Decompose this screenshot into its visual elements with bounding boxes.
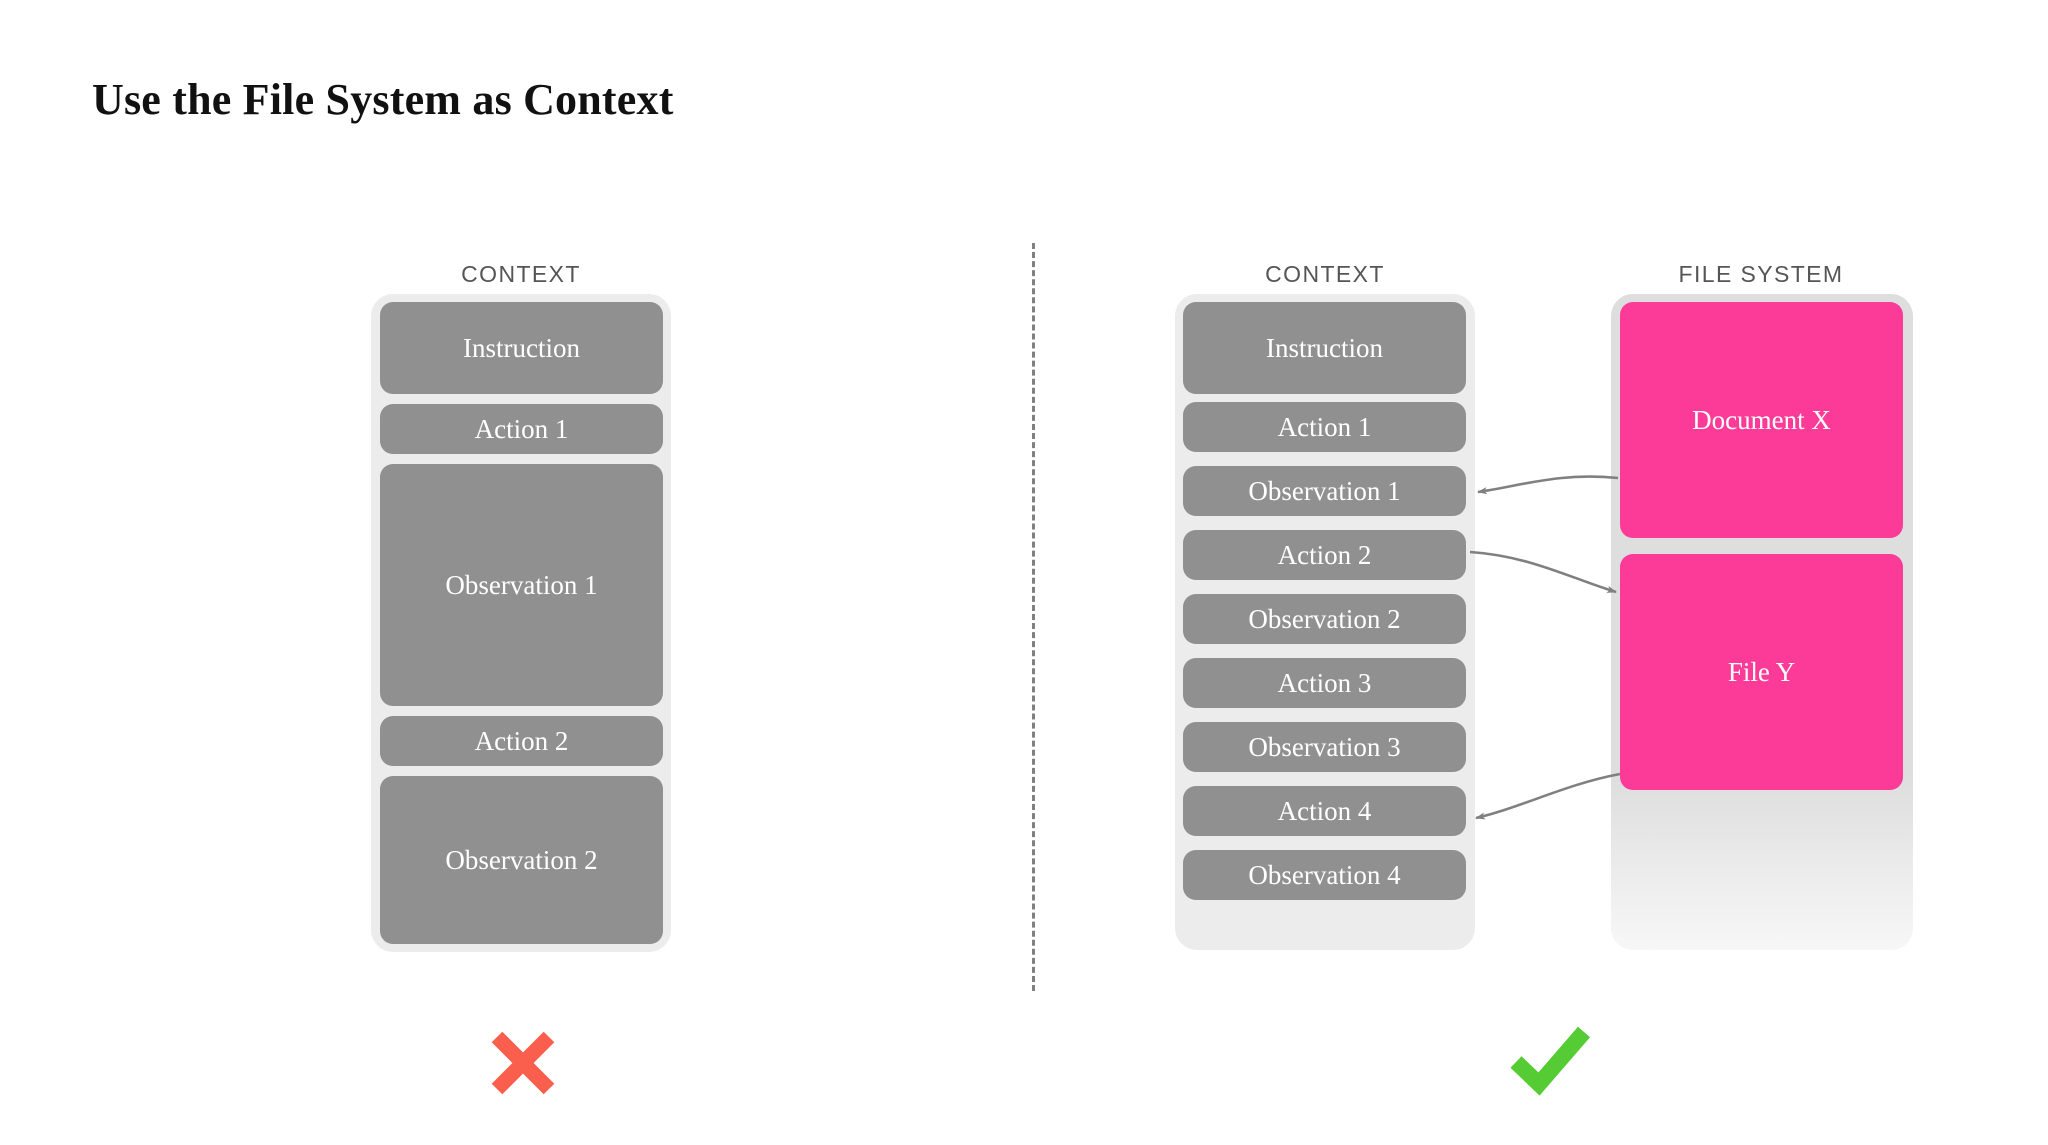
cross-icon [487, 1027, 559, 1104]
arrow-document-x-to-observation-1 [1477, 475, 1619, 495]
arrow-action-2-to-file-y [1469, 550, 1617, 594]
good-block-action-3[interactable]: Action 3 [1183, 658, 1466, 708]
check-icon [1508, 1022, 1594, 1103]
bad-block-observation-2[interactable]: Observation 2 [380, 776, 663, 944]
bad-block-action-1-label: Action 1 [474, 413, 569, 444]
bad-block-observation-1[interactable]: Observation 1 [380, 464, 663, 706]
good-block-action-2-label: Action 2 [1277, 539, 1372, 570]
good-block-action-4-label: Action 4 [1277, 795, 1372, 826]
page-title: Use the File System as Context [92, 75, 674, 124]
file-block-document-x[interactable]: Document X [1620, 302, 1903, 538]
good-block-instruction[interactable]: Instruction [1183, 302, 1466, 394]
vertical-divider [1032, 243, 1035, 991]
good-block-action-4[interactable]: Action 4 [1183, 786, 1466, 836]
good-block-observation-4[interactable]: Observation 4 [1183, 850, 1466, 900]
good-block-observation-2-label: Observation 2 [1248, 603, 1401, 634]
file-block-document-x-label: Document X [1692, 404, 1831, 435]
good-block-action-1[interactable]: Action 1 [1183, 402, 1466, 452]
good-block-observation-1[interactable]: Observation 1 [1183, 466, 1466, 516]
good-block-observation-3-label: Observation 3 [1248, 731, 1401, 762]
good-block-observation-1-label: Observation 1 [1248, 475, 1401, 506]
good-block-instruction-label: Instruction [1266, 332, 1383, 363]
bad-block-observation-1-label: Observation 1 [445, 569, 598, 600]
good-block-action-1-label: Action 1 [1277, 411, 1372, 442]
bad-context-label: CONTEXT [461, 261, 581, 287]
good-block-observation-4-label: Observation 4 [1248, 859, 1401, 890]
file-block-file-y-label: File Y [1727, 656, 1796, 687]
good-block-action-2[interactable]: Action 2 [1183, 530, 1466, 580]
arrow-file-y-to-action-4 [1475, 772, 1621, 820]
bad-block-action-2[interactable]: Action 2 [380, 716, 663, 766]
good-block-action-3-label: Action 3 [1277, 667, 1372, 698]
bad-block-observation-2-label: Observation 2 [445, 844, 598, 875]
file-block-file-y[interactable]: File Y [1620, 554, 1903, 790]
good-block-observation-2[interactable]: Observation 2 [1183, 594, 1466, 644]
bad-block-instruction[interactable]: Instruction [380, 302, 663, 394]
file-system-label: FILE SYSTEM [1678, 261, 1844, 287]
bad-block-action-2-label: Action 2 [474, 725, 569, 756]
bad-block-action-1[interactable]: Action 1 [380, 404, 663, 454]
bad-block-instruction-label: Instruction [463, 332, 580, 363]
good-block-observation-3[interactable]: Observation 3 [1183, 722, 1466, 772]
good-context-label: CONTEXT [1265, 261, 1385, 287]
